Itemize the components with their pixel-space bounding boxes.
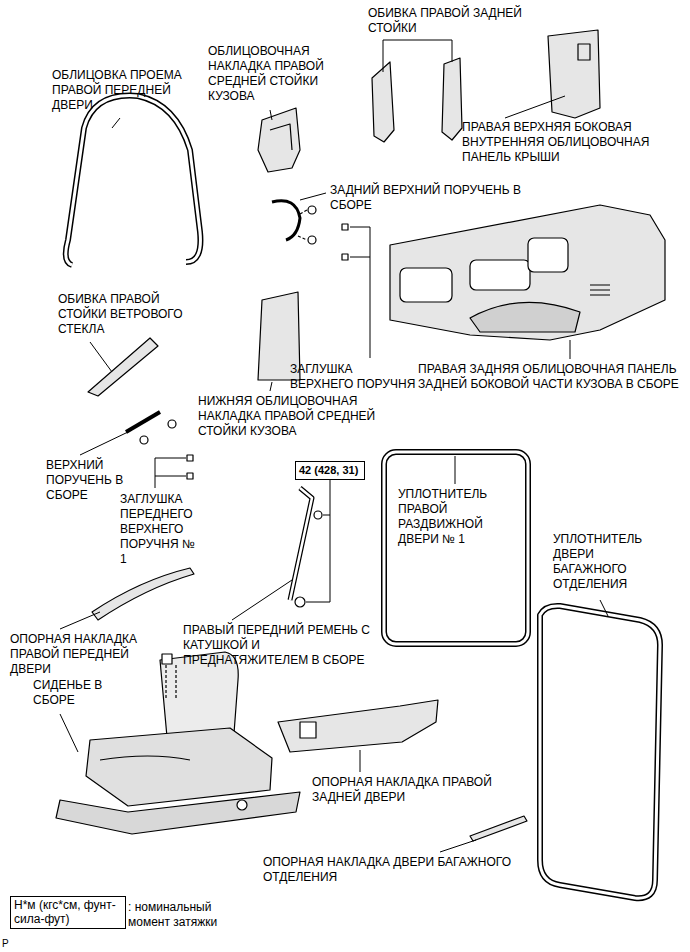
- assist-grip: [126, 412, 160, 432]
- vent: [590, 285, 610, 295]
- part-name: ЗАГЛУШКА ПЕРЕДНЕГО ВЕРХНЕГО ПОРУЧНЯ № 1: [120, 492, 204, 567]
- bolt: [162, 654, 172, 664]
- part-name: ЗАГЛУШКА ВЕРХНЕГО ПОРУЧНЯ: [290, 362, 418, 392]
- part-name: ОБИВКА ПРАВОЙ ЗАДНЕЙ СТОЙКИ: [368, 6, 536, 36]
- panel-window: [470, 260, 530, 290]
- bolt: [295, 597, 305, 607]
- legend-note: : номинальный момент затяжки: [128, 900, 244, 930]
- part-name: ПРАВЫЙ ПЕРЕДНИЙ РЕМЕНЬ С КАТУШКОЙ И ПРЕД…: [183, 623, 387, 668]
- plug: [187, 473, 193, 479]
- scuff-plate: [470, 816, 527, 841]
- leader-line: [112, 118, 120, 128]
- seat-base: [56, 792, 300, 834]
- seat-belt: [290, 488, 312, 600]
- rear-pillar-trim: [372, 62, 394, 142]
- part-name: УПЛОТНИТЕЛЬ ПРАВОЙ РАЗДВИЖНОЙ ДВЕРИ № 1: [398, 487, 510, 547]
- leader-line: [570, 340, 571, 359]
- rear-pillar-trim: [442, 58, 462, 140]
- part-name: ОПОРНАЯ НАКЛАДКА ПРАВОЙ ЗАДНЕЙ ДВЕРИ: [312, 775, 534, 805]
- leader-line: [350, 227, 370, 358]
- leader-line: [270, 110, 272, 120]
- weatherstrip: [540, 606, 660, 898]
- part-name: ОПОРНАЯ НАКЛАДКА ПРАВОЙ ПЕРЕДНЕЙ ДВЕРИ: [10, 632, 170, 677]
- part-name: УПЛОТНИТЕЛЬ ДВЕРИ БАГАЖНОГО ОТДЕЛЕНИЯ: [553, 532, 669, 592]
- panel-window: [400, 268, 452, 302]
- leader-line: [60, 612, 100, 629]
- leader-line: [60, 714, 78, 752]
- figure-code: P: [2, 936, 22, 951]
- garnish-detail: [270, 124, 292, 150]
- part-name: СИДЕНЬЕ В СБОРЕ: [33, 678, 123, 708]
- roof-side-panel: [548, 30, 600, 118]
- leader-line: [455, 456, 456, 484]
- nut: [237, 800, 247, 810]
- leader-line: [505, 96, 565, 118]
- torque-value: 42 (428, 31): [299, 463, 361, 477]
- panel-hole: [578, 44, 590, 60]
- seat-belt-inner: [290, 488, 312, 600]
- seat-cushion: [86, 728, 272, 806]
- leader-line: [360, 750, 361, 772]
- dash: [166, 665, 176, 700]
- leader-line: [440, 840, 476, 852]
- scuff-plate: [92, 568, 194, 620]
- assist-grip: [272, 201, 300, 240]
- torque-unit-box: Н*м (кгс*см, фунт-сила-фут): [10, 896, 126, 929]
- weatherstrip-inner: [540, 606, 660, 898]
- part-name: ЗАДНИЙ ВЕРХНИЙ ПОРУЧЕНЬ В СБОРЕ: [330, 183, 542, 213]
- clip: [300, 722, 316, 738]
- screw: [308, 236, 316, 244]
- leader-line: [80, 432, 128, 455]
- part-name: ОПОРНАЯ НАКЛАДКА ДВЕРИ БАГАЖНОГО ОТДЕЛЕН…: [263, 855, 535, 885]
- leader-line: [300, 193, 326, 200]
- door-opening-trim: [66, 96, 201, 265]
- windshield-pillar-garnish: [88, 338, 158, 396]
- part-name: ОБЛИЦОВКА ПРОЕМА ПРАВОЙ ПЕРЕДНЕЙ ДВЕРИ: [52, 68, 194, 113]
- dash: [298, 210, 307, 240]
- scuff-plate: [278, 700, 438, 752]
- screw: [140, 436, 148, 444]
- part-name: ОБИВКА ПРАВОЙ СТОЙКИ ВЕТРОВОГО СТЕКЛА: [58, 292, 208, 337]
- torque-box: 42 (428, 31): [295, 461, 365, 480]
- leader-line: [155, 458, 186, 488]
- part-name: ПРАВАЯ ЗАДНЯЯ ОБЛИЦОВОЧНАЯ ПАНЕЛЬ ЗАДНЕЙ…: [418, 362, 686, 392]
- part-name: ОБЛИЦОВОЧНАЯ НАКЛАДКА ПРАВОЙ СРЕДНЕЙ СТО…: [208, 44, 338, 104]
- plug: [342, 254, 348, 260]
- screw: [168, 420, 176, 428]
- plug: [187, 455, 193, 461]
- torque-unit: Н*м (кгс*см, фунт-сила-фут): [14, 898, 122, 926]
- part-name: НИЖНЯЯ ОБЛИЦОВОЧНАЯ НАКЛАДКА ПРАВОЙ СРЕД…: [198, 394, 410, 439]
- wheel-housing: [470, 302, 580, 332]
- leader-line: [306, 480, 330, 602]
- part-name: ПРАВАЯ ВЕРХНЯЯ БОКОВАЯ ВНУТРЕННЯЯ ОБЛИЦО…: [462, 120, 686, 165]
- leader-line: [232, 580, 292, 620]
- plug: [342, 224, 348, 230]
- door-opening-trim-inner: [66, 96, 201, 265]
- quarter-panel: [390, 205, 665, 340]
- pillar-garnish: [258, 108, 300, 172]
- leader-line: [270, 382, 272, 391]
- bolt: [314, 511, 322, 519]
- leader-line: [383, 40, 452, 72]
- weatherstrip: [384, 452, 528, 644]
- panel-window: [528, 238, 568, 272]
- screw: [308, 206, 316, 214]
- leader-line: [600, 600, 608, 616]
- leader-line: [90, 342, 112, 372]
- seat-detail: [100, 756, 190, 760]
- weatherstrip-inner: [384, 452, 528, 644]
